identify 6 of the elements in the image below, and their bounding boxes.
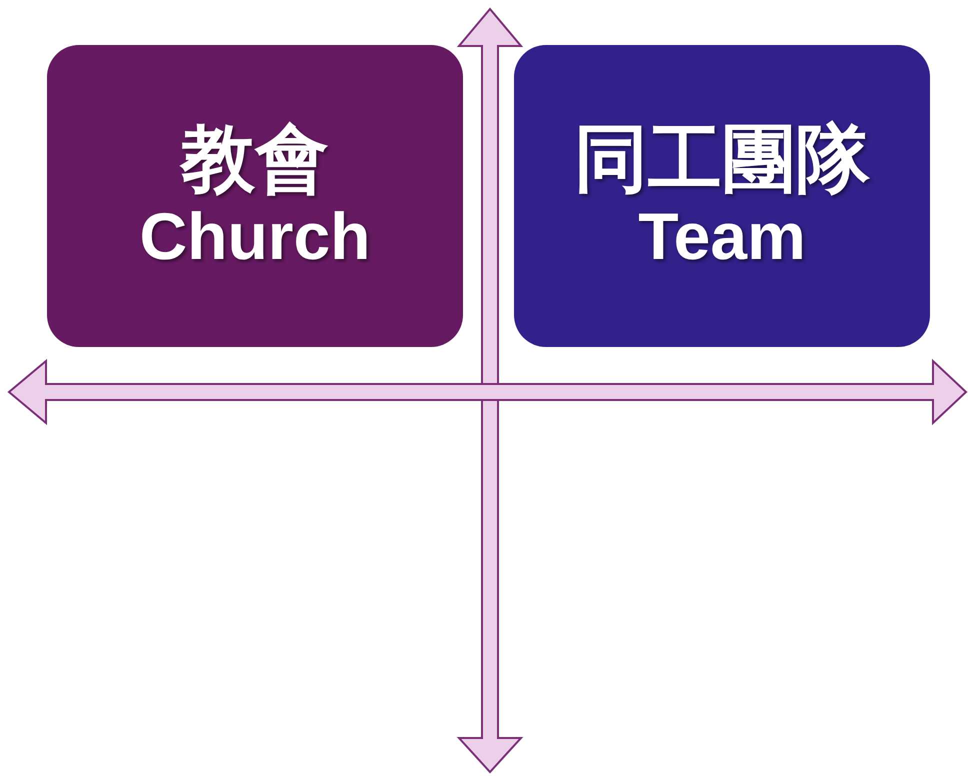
rounded-card — [47, 45, 463, 347]
card-heading: 同工團隊 — [574, 119, 870, 200]
card-subheading: Church — [140, 200, 370, 273]
card-heading: 教會 — [181, 119, 329, 200]
card-subheading: Team — [638, 200, 806, 273]
rounded-card — [514, 45, 930, 347]
